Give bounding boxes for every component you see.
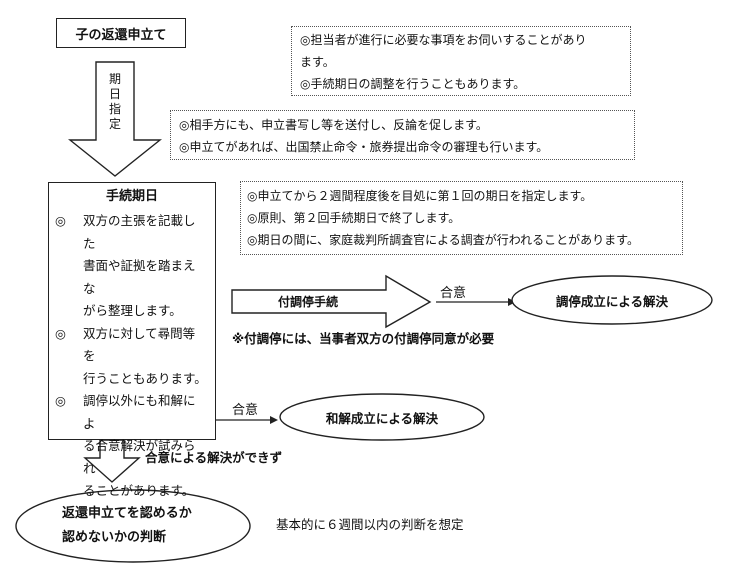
mediation-note: ※付調停には、当事者双方の付調停同意が必要 [232, 331, 495, 346]
down-arrow-designate [68, 61, 162, 177]
hearing-box: 手続期日 ◎ 双方の主張を記載した 書面や証拠を踏まえな がら整理します。 ◎ … [48, 182, 216, 498]
decision-note: 基本的に６週間以内の判断を想定 [276, 517, 464, 532]
note-box-hearing: ◎申立てから２週間程度後を目処に第１回の期日を指定します。 ◎原則、第２回手続期… [240, 181, 683, 255]
mediation-arrow-label: 付調停手続 [278, 295, 339, 309]
petition-label: 子の返還申立て [75, 27, 167, 43]
hearing-item: ◎ 調停以外にも和解によ る合意解決が試みられ ることがあります。 [55, 393, 196, 498]
final-decision-label: 返還申立てを認めるか 認めないかの判断 [62, 506, 192, 545]
hearing-item: ◎ 双方の主張を記載した 書面や証拠を踏まえな がら整理します。 [55, 213, 196, 318]
mediation-result-label: 調停成立による解決 [555, 293, 669, 309]
oval-final-decision [15, 489, 251, 563]
oval-mediation [511, 275, 713, 325]
petition-box: 子の返還申立て [56, 18, 186, 48]
note-box-middle: ◎相手方にも、申立書写し等を送付し、反論を促します。 ◎申立てがあれば、出国禁止… [170, 110, 635, 160]
down-arrow-no-agreement [83, 439, 141, 483]
agreement-label-settlement: 合意 [232, 403, 259, 418]
hearing-item: ◎ 双方に対して尋問等を 行うこともあります。 [55, 325, 207, 386]
designate-label: 期 日 指 定 [108, 72, 121, 131]
arrowhead-settlement [270, 416, 278, 424]
settlement-result-label: 和解成立による解決 [325, 410, 439, 426]
oval-settlement [279, 393, 485, 441]
note-box-top: ◎担当者が進行に必要な事項をお伺いすることがあり ます。 ◎手続期日の調整を行う… [291, 26, 631, 96]
no-agreement-label: 合意による解決ができず [145, 450, 283, 465]
right-arrow-mediation [231, 274, 432, 329]
agreement-label-mediation: 合意 [440, 286, 467, 301]
hearing-title: 手続期日 [105, 189, 158, 204]
